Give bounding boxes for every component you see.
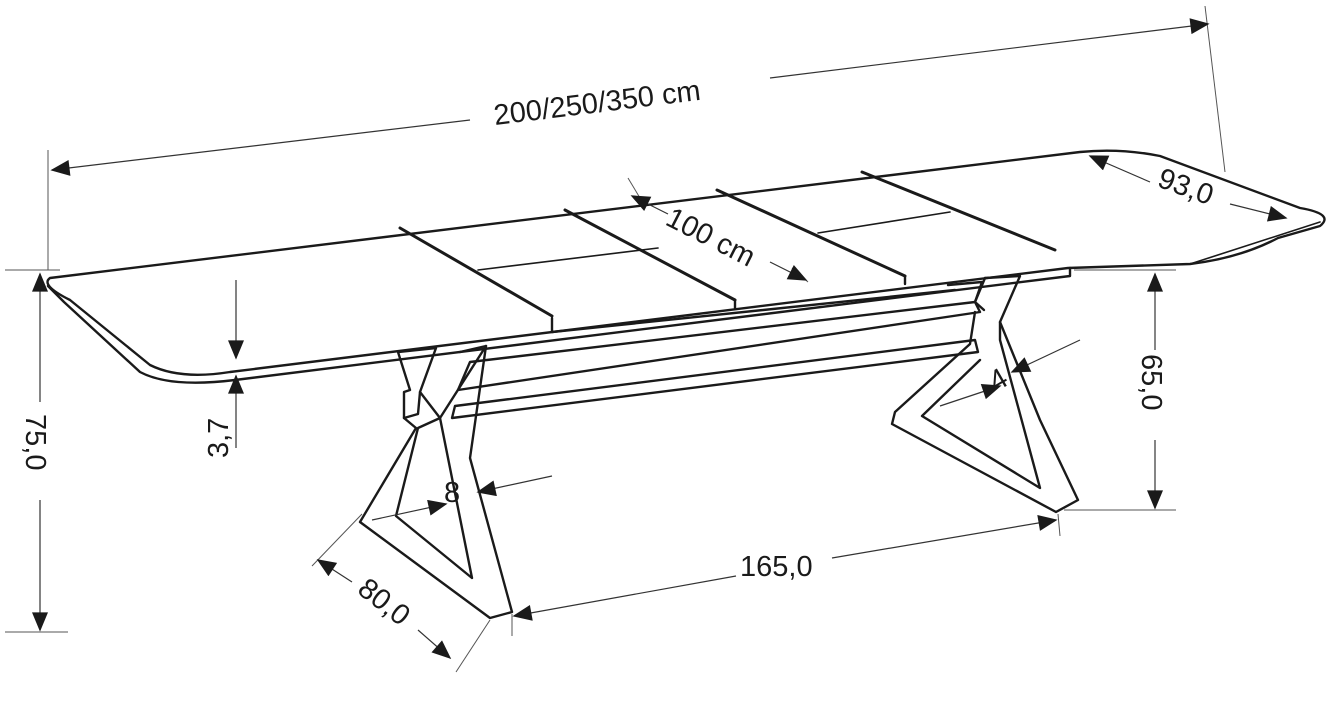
top-depth-label: 93,0: [1154, 163, 1218, 212]
table-top: [46, 149, 1326, 384]
dim-extension-leaf: 100 cm: [627, 177, 809, 283]
leg-thickness-label: 4: [984, 362, 1014, 398]
stretcher-beam: [450, 300, 982, 420]
right-leg: [890, 274, 1080, 514]
dim-total-height: 75,0: [5, 269, 68, 633]
leg-base-depth-label: 80,0: [352, 572, 416, 632]
dim-overall-length: 200/250/350 cm: [47, 5, 1226, 270]
top-thickness-label: 3,7: [203, 418, 235, 458]
overall-length-label: 200/250/350 cm: [492, 75, 702, 132]
dim-leg-height: 65,0: [1064, 269, 1176, 511]
dim-leg-spacing: 165,0: [511, 513, 1061, 636]
leg-profile-width-label: 8: [444, 477, 460, 509]
leg-height-label: 65,0: [1135, 354, 1167, 410]
dim-top-thickness: 3,7: [203, 280, 244, 458]
total-height-label: 75,0: [19, 414, 51, 470]
leg-spacing-label: 165,0: [740, 551, 813, 583]
dim-leg-profile-width: 8: [371, 475, 553, 521]
left-leg: [358, 344, 514, 620]
extension-leaf-label: 100 cm: [661, 202, 760, 274]
